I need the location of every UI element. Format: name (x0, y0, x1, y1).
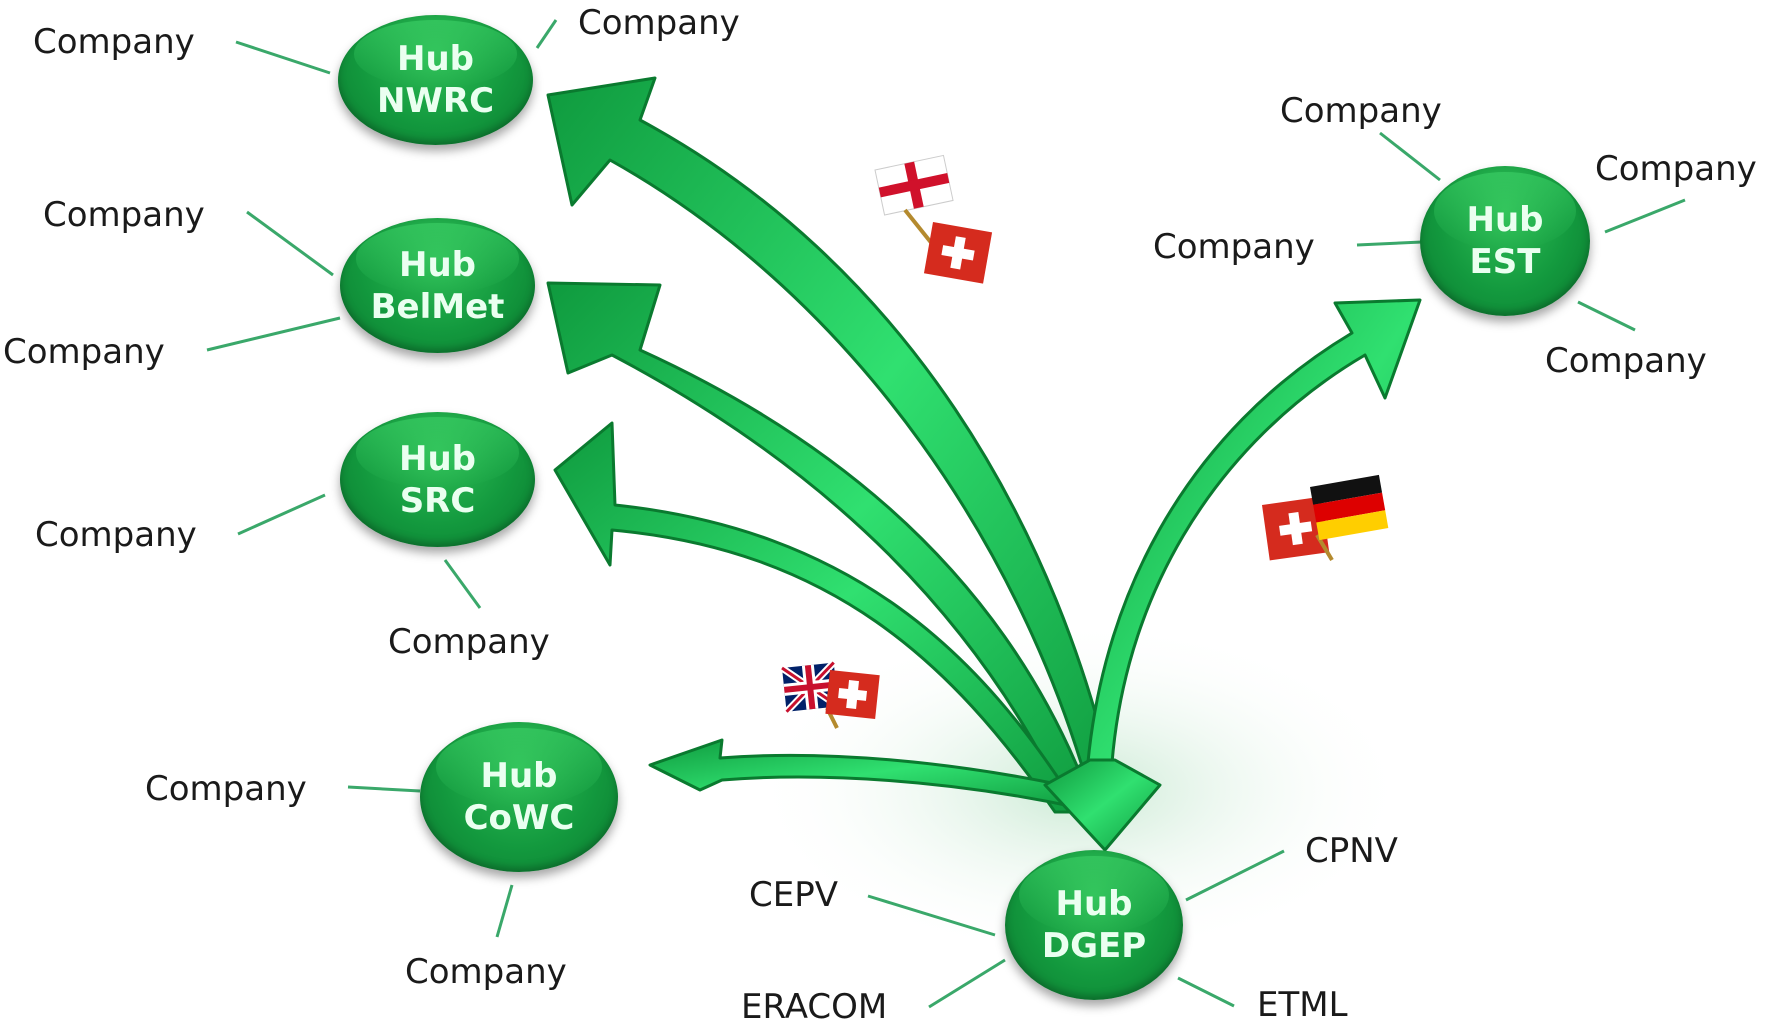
hub-est-line1: Hub (1466, 200, 1544, 240)
arrow-to-est (1083, 298, 1422, 814)
hub-src-line1: Hub (399, 438, 476, 479)
northern-ireland-flag (874, 154, 954, 216)
hub-dgep-line1: Hub (1055, 884, 1133, 924)
hub-belmet-line1: Hub (399, 244, 476, 285)
company-label-src-left: Company (35, 515, 197, 555)
arrows (546, 76, 1422, 852)
hub-est[interactable]: Hub EST (1420, 166, 1590, 316)
company-label-src-bottom: Company (388, 622, 550, 662)
connector-dgep-cpnv (1185, 849, 1285, 902)
hub-nwrc-line1: Hub (397, 39, 474, 79)
flag-pair-ch-de (1262, 474, 1389, 562)
switzerland-flag (1262, 496, 1330, 561)
connector-est-bottom (1577, 300, 1636, 332)
connector-belmet-top (246, 210, 334, 277)
eracom-label: ERACOM (741, 987, 888, 1023)
arrow-to-belmet (546, 281, 1097, 814)
connector-dgep-cepv (867, 894, 996, 937)
company-label-belmet-bottom: Company (3, 332, 165, 372)
arrow-to-nwrc (546, 76, 1122, 814)
cpnv-label: CPNV (1305, 831, 1398, 871)
arrow-to-cowc (648, 738, 1087, 810)
connector-src-left (237, 493, 326, 536)
switzerland-flag (923, 222, 993, 284)
etml-label: ETML (1257, 985, 1348, 1023)
connector-src-bottom (443, 559, 482, 609)
flag-pair-ni-ch (874, 154, 993, 284)
connector-dgep-eracom (928, 958, 1006, 1009)
flag-pair-uk-ch (780, 660, 880, 729)
connector-est-right (1604, 198, 1686, 234)
hub-belmet[interactable]: Hub BelMet (340, 218, 535, 353)
arrow-to-dgep (1043, 758, 1162, 852)
company-label-cowc-left: Company (145, 769, 307, 809)
connector-nwrc-right (535, 19, 558, 49)
hub-src-line2: SRC (399, 480, 476, 521)
hub-cowc-line1: Hub (480, 756, 558, 796)
company-label-est-left: Company (1153, 227, 1315, 267)
connector-nwrc-left (235, 40, 331, 75)
company-label-belmet-top: Company (43, 195, 205, 235)
cepv-label: CEPV (749, 875, 838, 915)
uk-flag (780, 660, 841, 715)
connector-est-left (1356, 240, 1423, 247)
company-label-est-top: Company (1280, 91, 1442, 131)
company-label-est-bottom: Company (1545, 341, 1707, 381)
company-label-cowc-bottom: Company (405, 952, 567, 992)
company-label-nwrc-left: Company (33, 22, 195, 62)
hub-cowc[interactable]: Hub CoWC (420, 722, 618, 872)
connector-belmet-bottom (206, 316, 341, 352)
connector-lines (206, 19, 1686, 1009)
connector-est-top (1379, 131, 1441, 182)
company-label-nwrc-right: Company (578, 3, 740, 43)
company-label-est-right: Company (1595, 149, 1757, 189)
hub-dgep[interactable]: Hub DGEP (1005, 850, 1183, 1000)
hub-est-line2: EST (1469, 242, 1541, 282)
switzerland-flag (825, 670, 880, 719)
connector-dgep-etml (1177, 976, 1235, 1008)
hub-dgep-line2: DGEP (1041, 926, 1147, 966)
arrow-to-src (553, 421, 1082, 814)
hub-src[interactable]: Hub SRC (340, 412, 535, 547)
hub-cowc-line2: CoWC (463, 798, 575, 838)
connector-cowc-left (347, 785, 421, 793)
connector-cowc-bottom (495, 884, 514, 938)
germany-flag (1310, 474, 1389, 541)
hub-nwrc[interactable]: Hub NWRC (338, 15, 533, 145)
hub-nwrc-line2: NWRC (376, 81, 495, 121)
hub-belmet-line2: BelMet (370, 286, 505, 327)
